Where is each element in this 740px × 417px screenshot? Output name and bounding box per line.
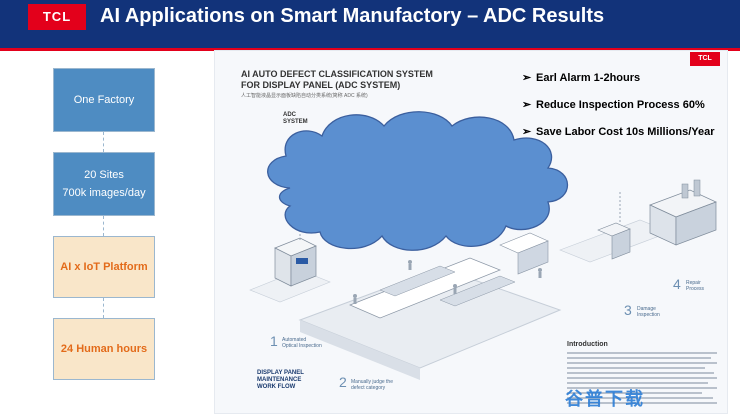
server-rack-icon	[597, 222, 631, 260]
step-3-number: 3	[624, 302, 632, 318]
step-4-label: Repair Process	[686, 280, 704, 292]
adc-label-line2: SYSTEM	[283, 119, 308, 125]
step-1-label: Automated Optical Inspection	[282, 337, 322, 349]
flow-label-factory: One Factory	[73, 94, 135, 106]
step-2-label: Manually judge the defect category	[351, 379, 393, 391]
step-4-number: 4	[673, 276, 681, 292]
damage-inspection-station-icon	[499, 232, 549, 275]
flow-connector-2	[103, 216, 104, 236]
cloud-icon	[267, 111, 569, 251]
flow-connector-1	[103, 132, 104, 152]
workflow-line3: WORK FLOW	[257, 384, 296, 390]
worker-figures-icon	[353, 260, 542, 304]
title-bar: TCL AI Applications on Smart Manufactory…	[0, 0, 740, 48]
system-title-line1: AI AUTO DEFECT CLASSIFICATION SYSTEM	[241, 69, 433, 79]
repair-building-icon	[649, 179, 717, 246]
site-watermark: 谷普下载	[565, 389, 645, 409]
system-title: AI AUTO DEFECT CLASSIFICATION SYSTEM FOR…	[241, 69, 461, 91]
flow-box-sites: 20 Sites 700k images/day	[53, 152, 155, 216]
adc-system-label: ADC SYSTEM	[283, 112, 308, 126]
aoi-machine-icon	[274, 237, 317, 287]
flow-label-images: 700k images/day	[62, 187, 146, 199]
tcl-logo: TCL	[28, 4, 86, 30]
factory-floor-platform-side	[300, 320, 420, 380]
accent-divider	[0, 48, 740, 51]
adc-label-line1: ADC	[283, 112, 296, 118]
result-text-labor: Save Labor Cost 10s Millions/Year	[536, 126, 715, 138]
step-3-label: Damage Inspection	[637, 306, 660, 318]
step-4-line2: Process	[686, 286, 705, 292]
panel-tcl-logo: TCL	[690, 52, 720, 66]
production-line-icon	[349, 257, 516, 319]
workflow-label: DISPLAY PANEL MAINTENANCE WORK FLOW	[257, 370, 304, 391]
flow-box-platform: AI x IoT Platform	[53, 236, 155, 298]
step-1-line1: Automated	[282, 337, 307, 343]
flow-box-factory: One Factory	[53, 68, 155, 132]
result-text-alarm: Earl Alarm 1-2hours	[536, 72, 641, 84]
step-1-number: 1	[270, 333, 278, 349]
introduction-body	[567, 352, 717, 407]
step-3-line1: Damage	[637, 306, 656, 312]
flow-label-hours: 24 Human hours	[60, 343, 148, 355]
flow-label-sites: 20 Sites	[84, 169, 124, 181]
arrow-bullet-icon: ➢	[522, 99, 532, 111]
slide-title: AI Applications on Smart Manufactory – A…	[100, 5, 605, 27]
workflow-line1: DISPLAY PANEL	[257, 370, 304, 376]
step-2-number: 2	[339, 374, 347, 390]
result-item-alarm: ➢ Earl Alarm 1-2hours	[522, 71, 715, 84]
system-subtitle-chinese: 人工智能液晶显示面板缺陷自动分类系统(简称 ADC 系统)	[241, 93, 368, 99]
result-text-inspection: Reduce Inspection Process 60%	[536, 99, 705, 111]
workflow-line2: MAINTENANCE	[257, 377, 302, 383]
flow-label-platform: AI x IoT Platform	[60, 261, 148, 273]
system-title-line2: FOR DISPLAY PANEL (ADC SYSTEM)	[241, 80, 401, 90]
flow-box-hours: 24 Human hours	[53, 318, 155, 380]
step-1-line2: Optical Inspection	[282, 343, 322, 349]
step-3-line2: Inspection	[637, 312, 660, 318]
results-list: ➢ Earl Alarm 1-2hours ➢ Reduce Inspection …	[522, 71, 715, 152]
result-item-labor: ➢ Save Labor Cost 10s Millions/Year	[522, 125, 715, 138]
result-item-inspection: ➢ Reduce Inspection Process 60%	[522, 98, 715, 111]
introduction-heading: Introduction	[567, 341, 608, 348]
arrow-bullet-icon: ➢	[522, 126, 532, 138]
flow-connector-3	[103, 298, 104, 318]
step-2-line1: Manually judge the	[351, 379, 393, 385]
step-4-line1: Repair	[686, 280, 701, 286]
arrow-bullet-icon: ➢	[522, 72, 532, 84]
step-2-line2: defect category	[351, 385, 386, 391]
